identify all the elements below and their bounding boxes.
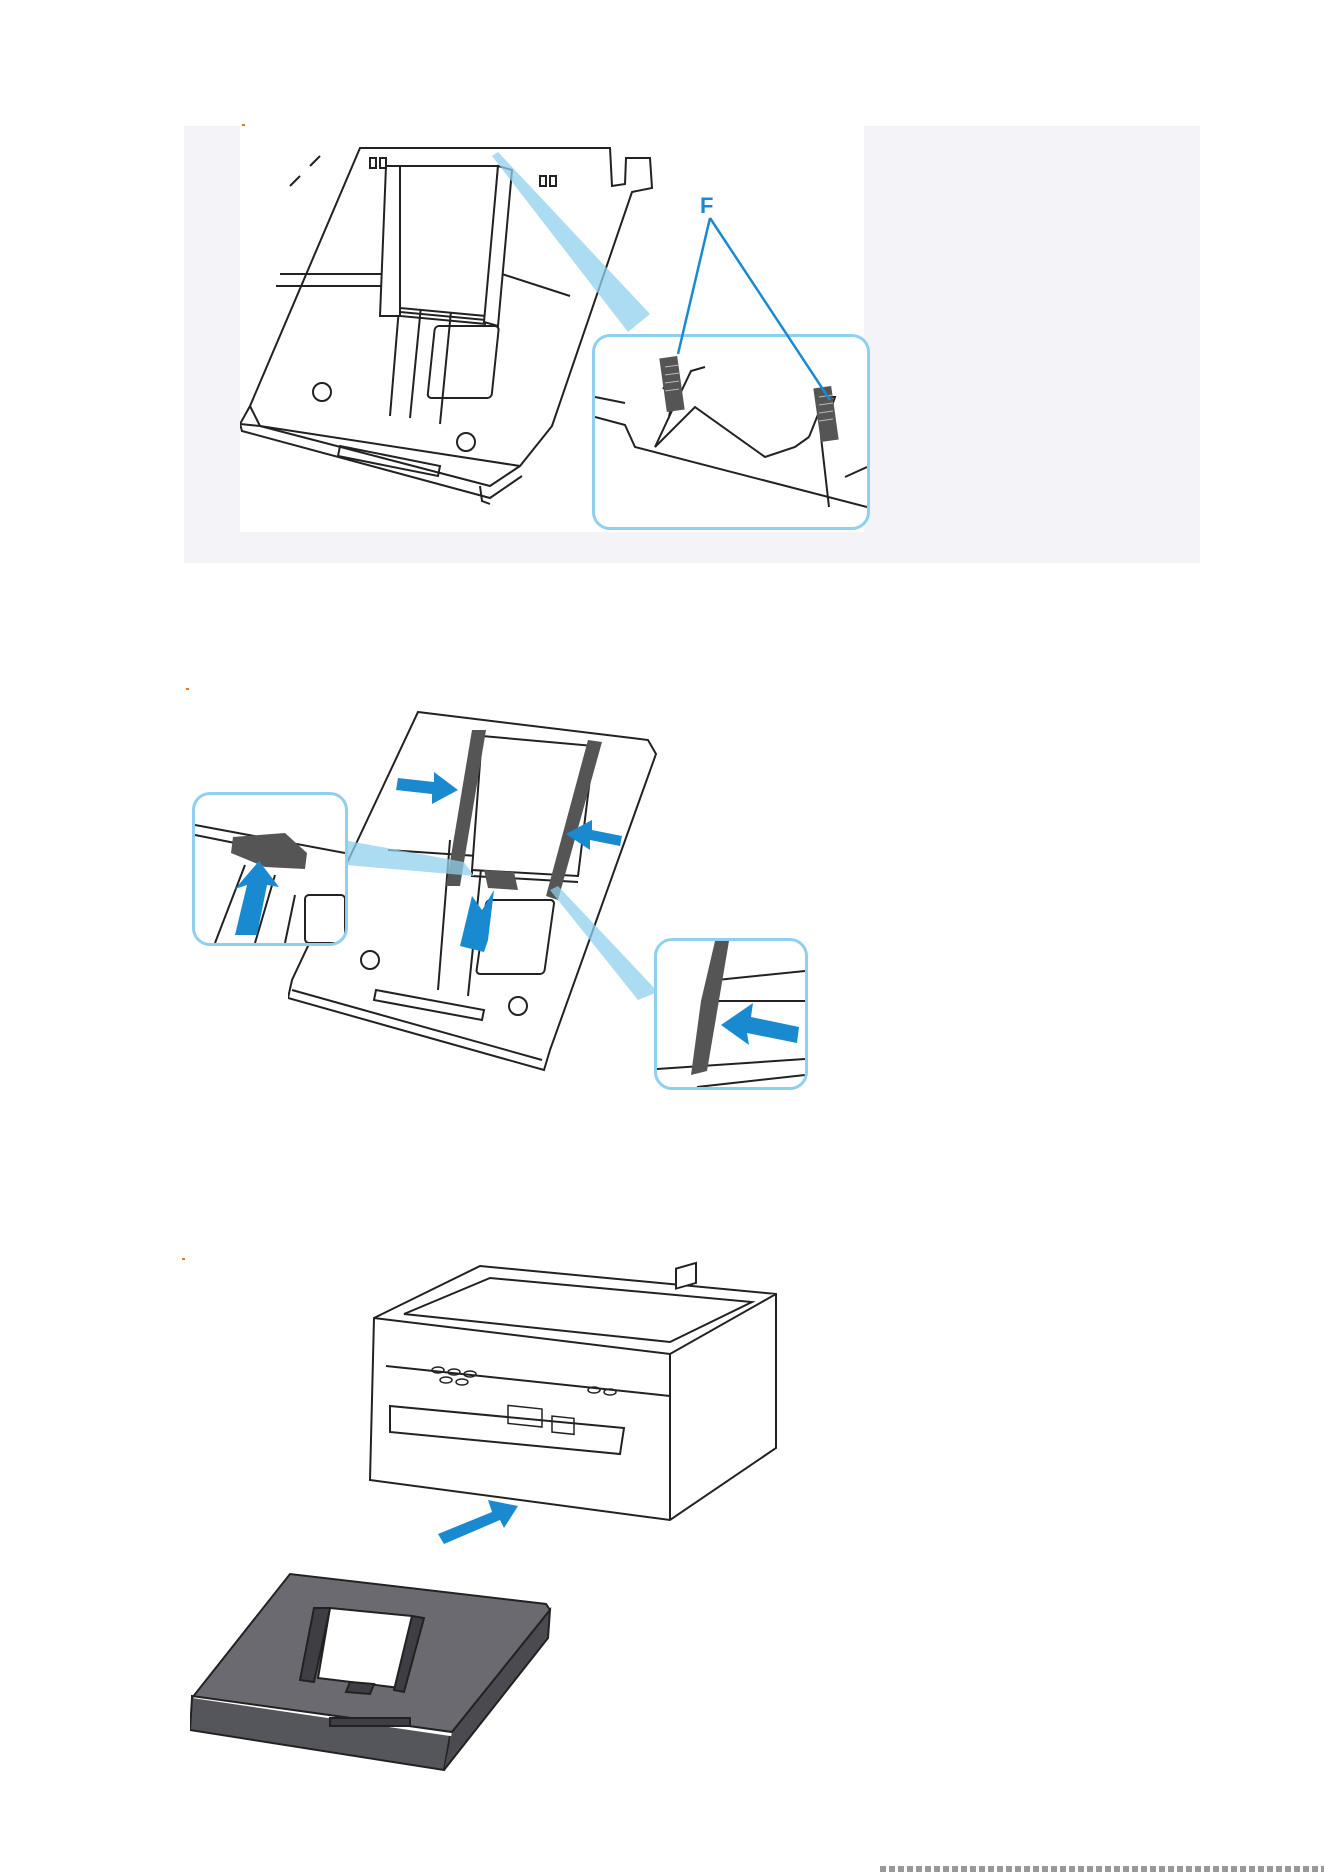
footer-strip [880, 1866, 1324, 1872]
right-guide-callout [654, 938, 808, 1090]
left-guide-callout [192, 792, 348, 946]
tray-guides-illustration [288, 690, 688, 1090]
side-guide-detail [657, 941, 805, 1087]
figure-marker [186, 688, 189, 690]
front-guide-detail [195, 795, 345, 943]
printer-insert-illustration [190, 1258, 790, 1838]
figure-marker [182, 1258, 185, 1260]
printer-illustration [190, 1258, 790, 1838]
tray-illustration-2 [288, 690, 688, 1090]
callout-pointer-lines [660, 214, 850, 414]
